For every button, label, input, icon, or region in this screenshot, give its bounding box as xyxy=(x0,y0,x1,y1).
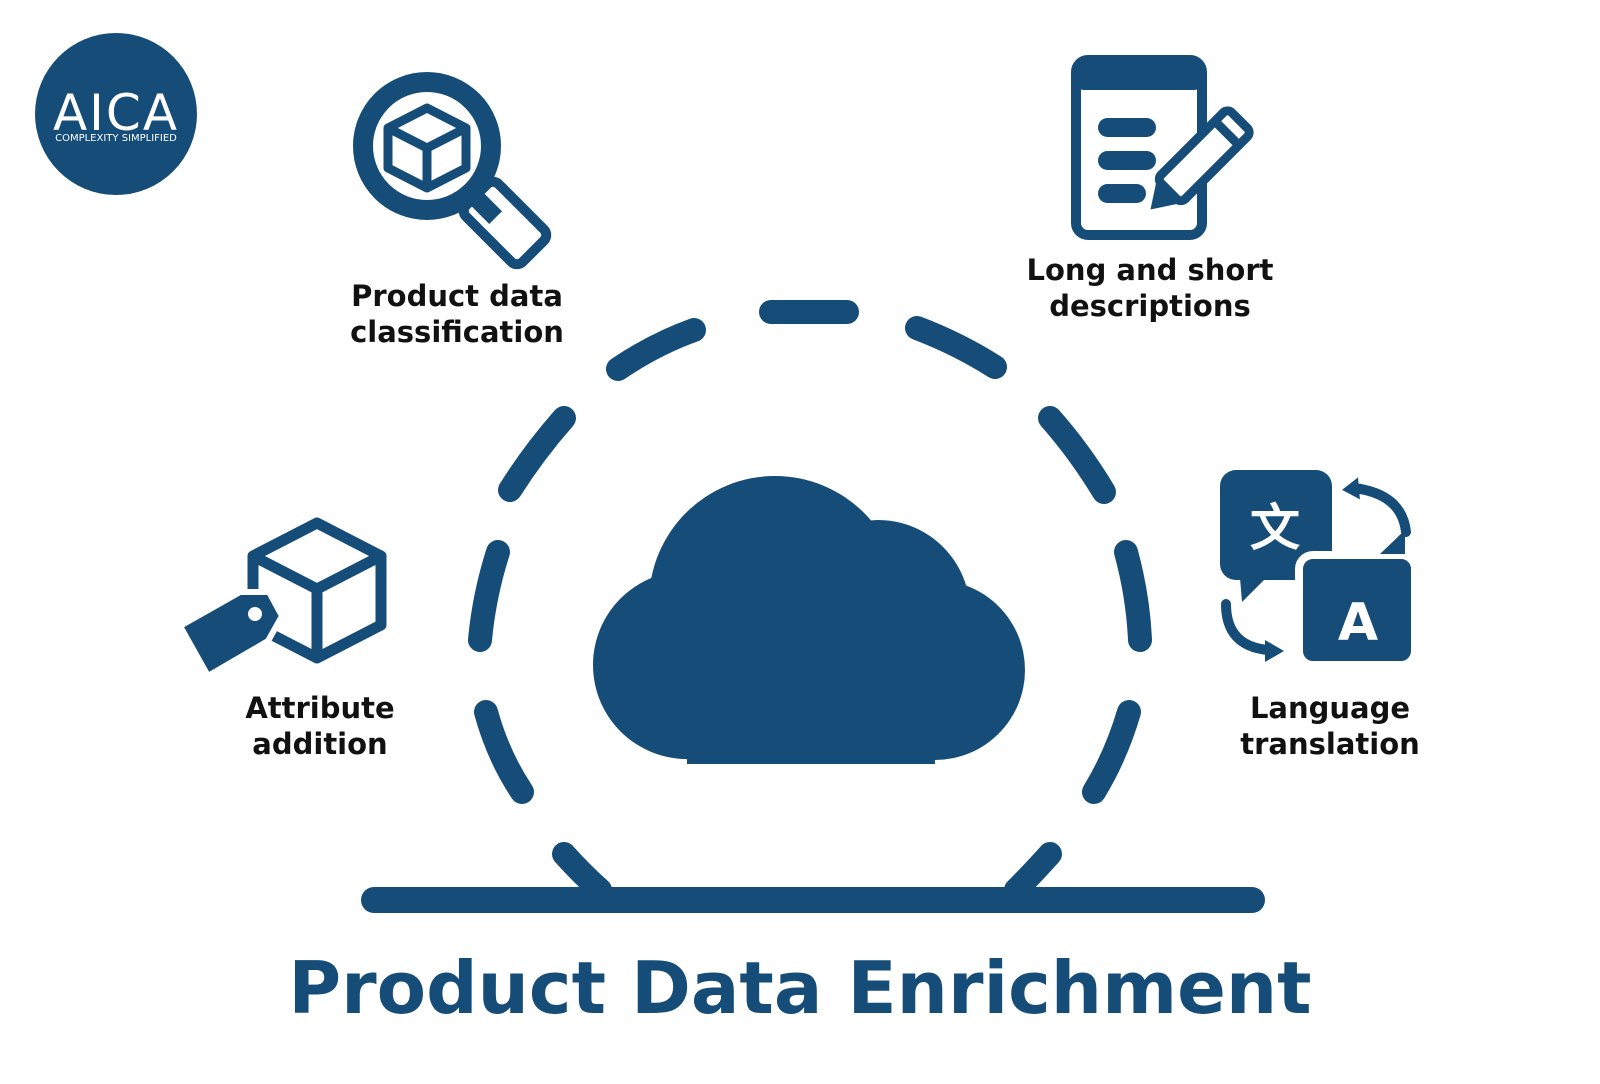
caption-line: translation xyxy=(1240,727,1420,761)
translate-icon: 文 A xyxy=(1220,470,1419,669)
feature-classification-label: Product data classification xyxy=(322,278,592,350)
page-title: Product Data Enrichment xyxy=(288,946,1312,1030)
box-tag-icon xyxy=(177,517,387,679)
document-pencil-icon xyxy=(1071,55,1254,240)
translation-target-glyph: A xyxy=(1338,593,1378,653)
magnifier-box-icon xyxy=(353,72,552,270)
feature-descriptions-label: Long and short descriptions xyxy=(1000,252,1300,324)
caption-line: addition xyxy=(252,727,388,761)
caption-line: Attribute xyxy=(245,691,395,725)
caption-line: Language xyxy=(1249,691,1411,725)
feature-translation-label: Language translation xyxy=(1210,690,1450,762)
aica-logo: AICA COMPLEXITY SIMPLIFIED xyxy=(35,33,197,195)
logo-circle xyxy=(35,33,197,195)
logo-wordmark: AICA xyxy=(53,84,179,142)
logo-tagline: COMPLEXITY SIMPLIFIED xyxy=(55,133,177,144)
cloud-icon xyxy=(593,476,1025,764)
caption-line: Product data xyxy=(351,279,563,313)
caption-line: Long and short xyxy=(1026,253,1274,287)
translation-source-glyph: 文 xyxy=(1250,499,1300,557)
feature-attribute-label: Attribute addition xyxy=(220,690,420,762)
caption-line: classification xyxy=(350,315,564,349)
caption-line: descriptions xyxy=(1049,289,1251,323)
